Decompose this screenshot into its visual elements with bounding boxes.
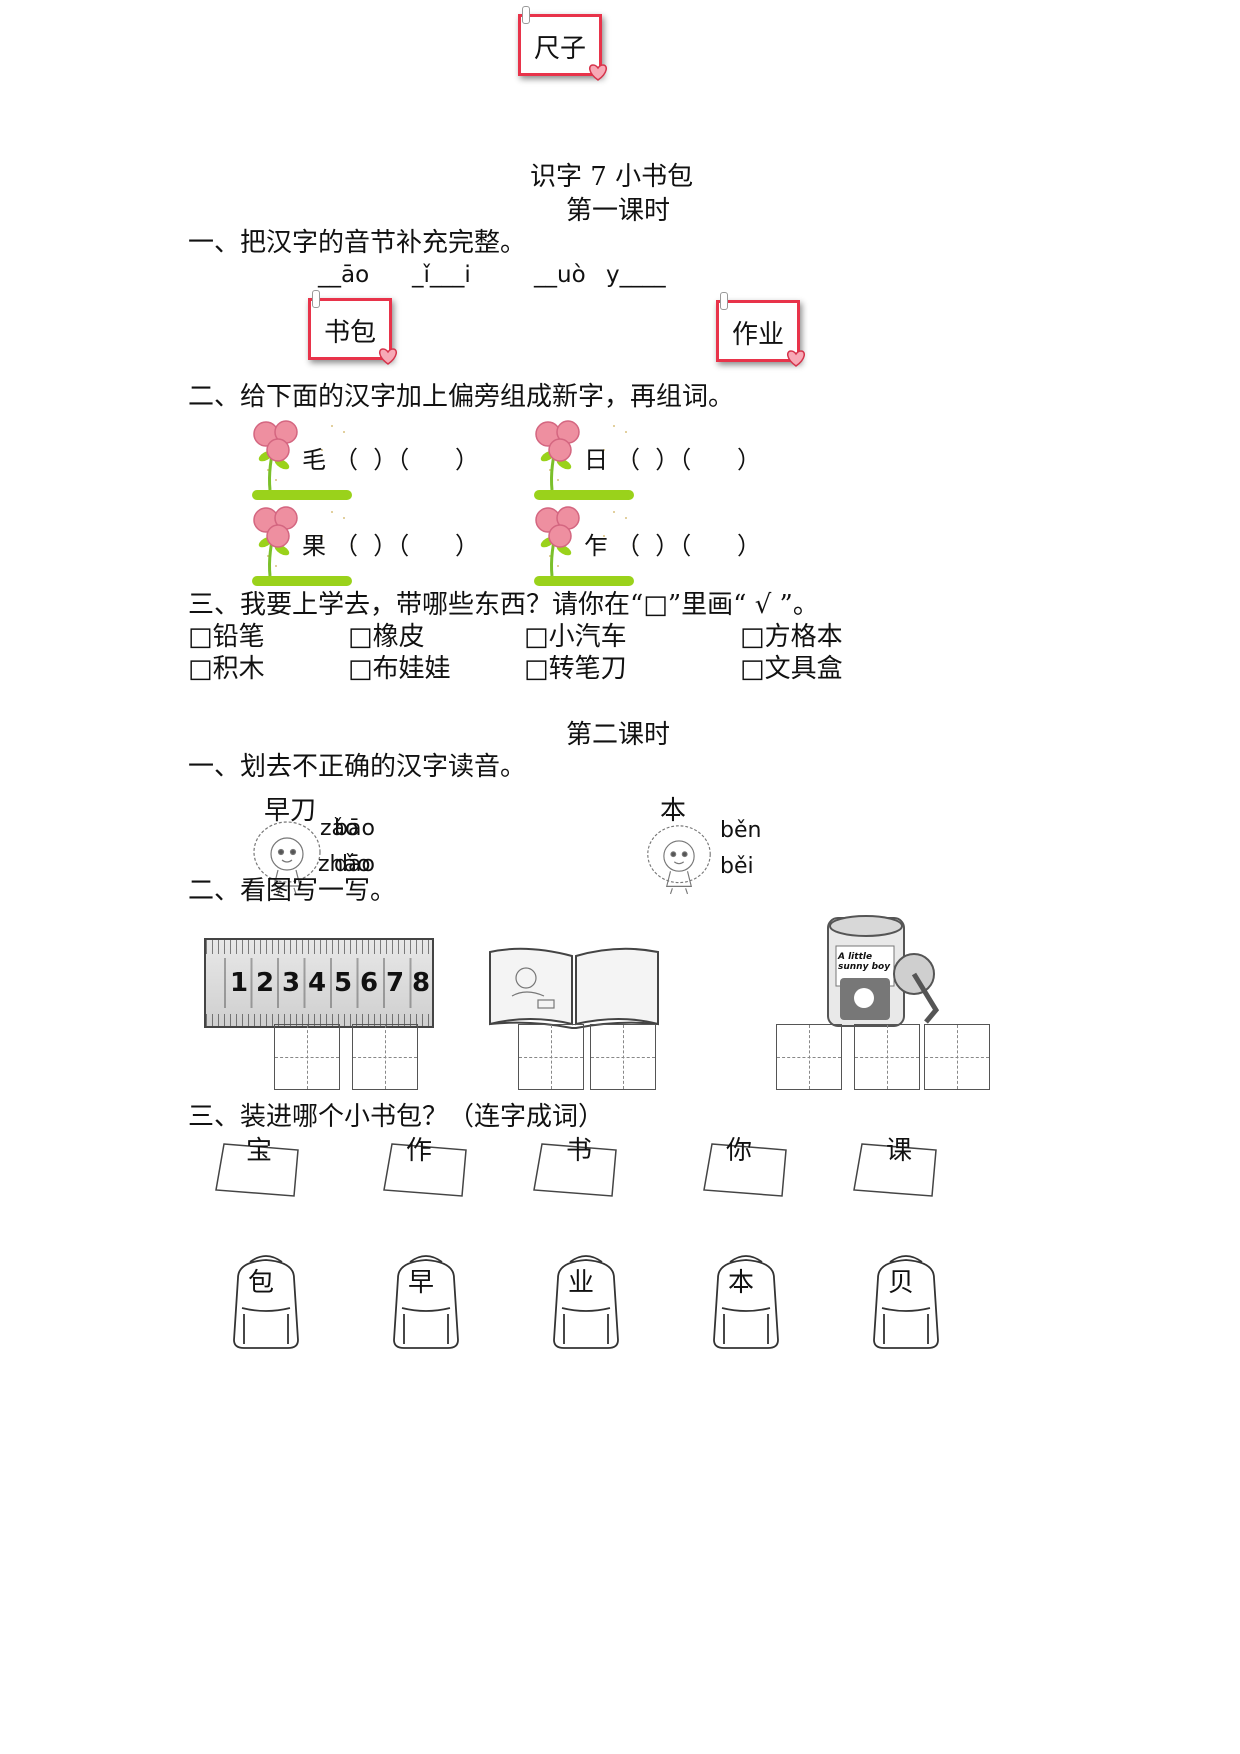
match-char-top-2[interactable]: 作 [406,1136,433,1166]
check-item-pencil-case[interactable]: □文具盒 [740,654,843,684]
check-item-toy-car[interactable]: □小汽车 [524,622,627,652]
mascot-icon [253,821,321,895]
check-item-blocks[interactable]: □积木 [188,654,265,684]
backpack-icon [393,1255,459,1349]
p2-heading: 二、看图写一写。 [188,876,397,906]
pinyin-option-2b[interactable]: běi [720,854,754,879]
check-item-notebook[interactable]: □方格本 [740,622,843,652]
pinyin-option-1b[interactable]: zhǎo [318,852,371,877]
card-label: 尺子 [533,34,586,64]
radical-char-3: 果 [302,532,326,560]
ruler-number-4: 4 [308,968,327,998]
word-char-2: 本 [660,796,687,826]
match-char-bag-1[interactable]: 包 [248,1268,275,1298]
word-char-1: 早刀 [264,796,317,826]
answer-blanks-2[interactable]: （ ）（ ） [616,446,762,474]
backpack-icon [233,1255,299,1349]
pinyin-blank-1: __āo [318,262,370,288]
page-title: 识字 7 小书包 [530,162,694,192]
pinyin-option-1b2[interactable]: dāo [334,852,375,877]
writing-box[interactable] [854,1024,920,1090]
ruler-number-2: 2 [256,968,275,998]
word-card-schoolbag: 书包 [308,290,398,365]
ruler-number-8: 8 [412,968,431,998]
pinyin-option-1a[interactable]: zǎo [320,816,359,841]
heart-icon [588,64,608,81]
flower-icon [534,506,635,586]
heart-icon [378,348,398,365]
answer-blanks-1[interactable]: （ ）（ ） [334,446,480,474]
match-char-bag-4[interactable]: 本 [728,1268,755,1298]
pinyin-blank-3: __uò [534,262,586,288]
writing-box[interactable] [352,1024,418,1090]
pinyin-option-1a2[interactable]: bāo [334,816,375,841]
flower-icon [534,420,635,500]
match-char-bag-2[interactable]: 早 [408,1268,435,1298]
match-char-top-5[interactable]: 课 [886,1136,913,1166]
match-char-top-3[interactable]: 书 [566,1136,593,1166]
card-label: 书包 [323,318,376,348]
backpack-icon [873,1255,939,1349]
check-item-doll[interactable]: □布娃娃 [348,654,451,684]
radical-char-2: 日 [584,446,608,474]
match-char-top-1[interactable]: 宝 [246,1136,273,1166]
writing-box[interactable] [924,1024,990,1090]
backpack-icon [713,1255,779,1349]
pinyin-blank-2: _ǐ___i [412,262,471,288]
paper-note-icon [703,1143,787,1197]
p1-heading: 一、划去不正确的汉字读音。 [188,752,527,782]
check-item-pencil[interactable]: □铅笔 [188,622,265,652]
ruler-number-7: 7 [386,968,405,998]
word-card-homework: 作业 [716,292,806,367]
card-label: 作业 [731,320,784,350]
writing-box[interactable] [590,1024,656,1090]
s1-heading: 一、把汉字的音节补充完整。 [188,228,527,258]
pinyin-option-2a[interactable]: běn [720,818,762,843]
ruler-number-5: 5 [334,968,353,998]
s3-heading: 三、我要上学去，带哪些东西？请你在“□”里画“ √ ”。 [188,590,819,620]
paper-note-icon [853,1143,937,1197]
ruler-number-6: 6 [360,968,379,998]
pencil-sharpener-image [827,915,940,1027]
p3-heading: 三、装进哪个小书包？（连字成词） [188,1102,605,1132]
radical-char-1: 毛 [302,446,326,474]
lesson-two-title: 第二课时 [566,720,671,750]
answer-blanks-3[interactable]: （ ）（ ） [334,532,480,560]
writing-box[interactable] [274,1024,340,1090]
backpack-icon [553,1255,619,1349]
paper-note-icon [215,1143,299,1197]
word-card-ruler: 尺子 [518,6,608,81]
answer-blanks-4[interactable]: （ ）（ ） [616,532,762,560]
paper-note-icon [383,1143,467,1197]
ruler-number-1: 1 [230,968,257,998]
match-char-bag-5[interactable]: 贝 [888,1268,915,1298]
match-char-top-4[interactable]: 你 [726,1136,753,1166]
flower-icon [252,506,353,586]
sharpener-label: A little sunny boy [838,952,891,972]
paper-note-icon [533,1143,617,1197]
check-item-eraser[interactable]: □橡皮 [348,622,425,652]
open-book-image [489,947,659,1029]
writing-box[interactable] [518,1024,584,1090]
flower-icon [252,420,353,500]
match-char-bag-3[interactable]: 业 [568,1268,595,1298]
pinyin-blank-4: y____ [606,262,666,288]
s2-heading: 二、给下面的汉字加上偏旁组成新字，再组词。 [188,382,735,412]
writing-box[interactable] [776,1024,842,1090]
mascot-icon [647,825,711,895]
radical-char-4: 乍 [584,532,608,560]
check-item-sharpener[interactable]: □转笔刀 [524,654,627,684]
ruler-image: 1 2 3 4 5 6 7 8 [204,938,434,1028]
lesson-one-title: 第一课时 [566,196,671,226]
heart-icon [786,350,806,367]
ruler-number-3: 3 [282,968,301,998]
